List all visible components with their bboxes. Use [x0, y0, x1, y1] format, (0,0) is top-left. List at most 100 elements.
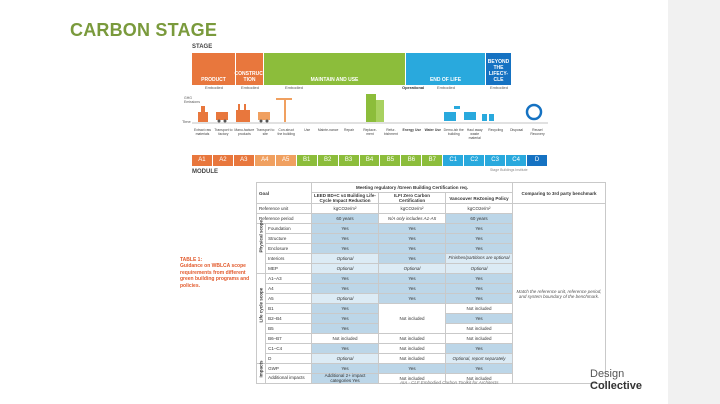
module-cell: B7 — [422, 155, 443, 166]
module-cell: B2 — [317, 155, 338, 166]
module-cell: A3 — [233, 155, 254, 166]
table-cell: Not included — [378, 353, 446, 364]
table-cell: Yes — [445, 293, 513, 304]
source-credit: Stage Buildings Institute — [490, 168, 528, 172]
slide-title: CARBON STAGE — [70, 20, 218, 40]
table-cell: Yes — [311, 343, 379, 354]
table-cell: kgCO2e/m² — [378, 203, 446, 214]
table-cell: Yes — [378, 223, 446, 234]
stage-band: MAINTAIN AND USE — [264, 53, 405, 85]
process-label: Use — [304, 128, 311, 132]
truck-icon — [258, 112, 270, 123]
stage-sublabel: Embodied — [240, 85, 259, 90]
table-cell: Yes — [378, 273, 446, 284]
process-label: Transport to site — [256, 128, 275, 136]
factory-icon — [236, 104, 250, 122]
table-cell: B2–B4 — [265, 313, 312, 324]
table-caption: TABLE 1: Guidance on WBLCA scope require… — [180, 257, 250, 289]
process-label: Repair — [344, 128, 355, 132]
table-cell: Structure — [265, 233, 312, 244]
stage-sublabel: Embodied — [489, 85, 508, 90]
table-cell: Yes — [445, 243, 513, 254]
process-illustrations — [192, 94, 548, 124]
ghg-label: GHG Emissions — [184, 96, 200, 104]
table-cell: Not included — [445, 333, 513, 344]
table-cell: Yes — [311, 283, 379, 294]
table-cell: kgCO2e/m² — [445, 203, 513, 214]
process-label: Reuse/ Recovery — [530, 128, 545, 136]
stage-band: BEYOND THE LIFECY-CLE — [486, 53, 511, 85]
scope-table: Goal Meeting regulatory /Green Building … — [255, 182, 611, 384]
table-cell: Interiors — [265, 253, 312, 264]
module-cell: B3 — [338, 155, 359, 166]
table-cell: 60 years — [311, 213, 379, 224]
module-cell: A1 — [192, 155, 212, 166]
table-cell: Additional 2+ impact categories Yes — [311, 373, 379, 384]
table-row: LEED BD+C v4 Building Life-Cycle Impact … — [257, 192, 611, 204]
table-cell: Yes — [311, 243, 379, 254]
module-cell: B1 — [296, 155, 317, 166]
table-row: Interiors Optional Yes Finishes/partitio… — [257, 253, 611, 264]
stage-sublabel: Embodied — [284, 85, 303, 90]
table-row: A5 Optional Yes Yes — [257, 293, 611, 304]
table-row: Impacts GWP Yes Yes Yes — [255, 360, 611, 384]
process-label: Disposal — [510, 128, 524, 132]
truck-icon — [464, 112, 476, 120]
table-cell: Not included — [378, 303, 446, 334]
module-cell: A4 — [254, 155, 275, 166]
module-cell: C1 — [443, 155, 464, 166]
benchmark-note: Match the reference unit, reference peri… — [512, 203, 606, 384]
table-cell: Optional — [378, 263, 446, 274]
table-cell: Yes — [445, 343, 513, 354]
process-label: Water Use — [424, 128, 442, 132]
process-label: Refur-bishment — [384, 128, 398, 136]
table-cell: Optional — [311, 263, 379, 274]
table-cell: Yes — [378, 283, 446, 294]
stage-sublabel: Embodied — [204, 85, 223, 90]
table-cell: Yes — [378, 363, 446, 374]
table-row: Reference period 60 years N/A only inclu… — [256, 213, 611, 224]
table-cell: Reference period — [256, 213, 312, 224]
operational-label: Operational — [402, 85, 425, 90]
table-cell: Yes — [445, 283, 513, 294]
process-label: Extract raw materials — [193, 128, 211, 136]
module-cell: D — [527, 155, 547, 166]
stage-band: END OF LIFE — [406, 53, 485, 85]
crane-icon — [276, 98, 292, 122]
process-label: Mainte-nance — [317, 128, 339, 132]
table-cell: Not included — [445, 323, 513, 334]
table-caption-label: TABLE 1: — [180, 257, 203, 263]
table-cell: Optional — [311, 353, 379, 364]
module-cell: A2 — [212, 155, 233, 166]
module-cell: A5 — [275, 155, 296, 166]
table-cell: Yes — [378, 243, 446, 254]
group-label: Physical scope — [255, 220, 267, 274]
table-row: Reference unit kgCO2e/m² kgCO2e/m² kgCO2… — [256, 203, 611, 384]
process-label: Con-struct the building — [277, 128, 295, 136]
module-cell: C3 — [485, 155, 506, 166]
table-cell: Optional — [311, 293, 379, 304]
table-cell: Yes — [445, 223, 513, 234]
table-row: Enclosure Yes Yes Yes — [257, 243, 611, 254]
time-label: Time — [182, 119, 191, 124]
table-cell: Yes — [378, 233, 446, 244]
table-cell: Not included — [378, 333, 446, 344]
module-cell: B5 — [380, 155, 401, 166]
table-cell: N/A only includes A1-A5 — [378, 213, 446, 224]
table-caption-text: Guidance on WBLCA scope requirements fro… — [180, 263, 250, 289]
compare-header: Comparing to 3rd party benchmark — [512, 182, 606, 204]
process-label: Transport to factory — [214, 128, 233, 136]
stage-band: CONSTRUC-TION — [235, 53, 265, 85]
table-cell: Enclosure — [265, 243, 312, 254]
table-cell: Optional, report separately — [445, 353, 513, 364]
module-cell: C4 — [506, 155, 527, 166]
stage-band: PRODUCT — [192, 53, 235, 85]
bins-icon — [482, 114, 494, 121]
table-cell: Yes — [378, 253, 446, 264]
module-label: MODULE — [192, 169, 218, 175]
goal-header: Goal — [256, 182, 312, 204]
